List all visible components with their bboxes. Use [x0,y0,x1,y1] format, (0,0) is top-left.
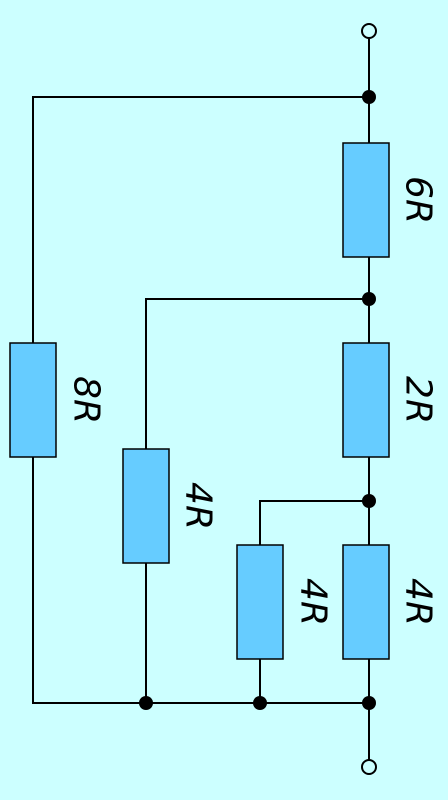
resistors [9,142,390,660]
resistor-8r [9,342,57,458]
wire-middle-4r-top [145,298,369,449]
resistor-4r-middle [122,448,170,564]
junctions [139,90,376,710]
resistor-6r [342,142,390,258]
wire-inner-4r-top [259,500,369,545]
junction-top [362,90,376,104]
terminals [361,23,377,775]
label-4r-middle: 4R [178,482,219,530]
label-8r: 8R [66,376,107,424]
resistor-2r [342,342,390,458]
label-2r: 2R [398,376,439,424]
junction-bottom-middle [139,696,153,710]
terminal-bottom [361,759,377,775]
junction-bottom-right [362,696,376,710]
junction-after-2r [362,494,376,508]
resistor-4r-inner [236,544,284,660]
label-4r-inner: 4R [293,578,334,626]
wire-8r-top [32,96,369,343]
junction-after-6r [362,292,376,306]
resistor-labels: 6R 2R 4R 4R 4R 8R [66,176,439,626]
resistor-4r-right [342,544,390,660]
terminal-top [361,23,377,39]
label-6r: 6R [398,176,439,224]
junction-bottom-inner [253,696,267,710]
label-4r-right: 4R [398,578,439,626]
